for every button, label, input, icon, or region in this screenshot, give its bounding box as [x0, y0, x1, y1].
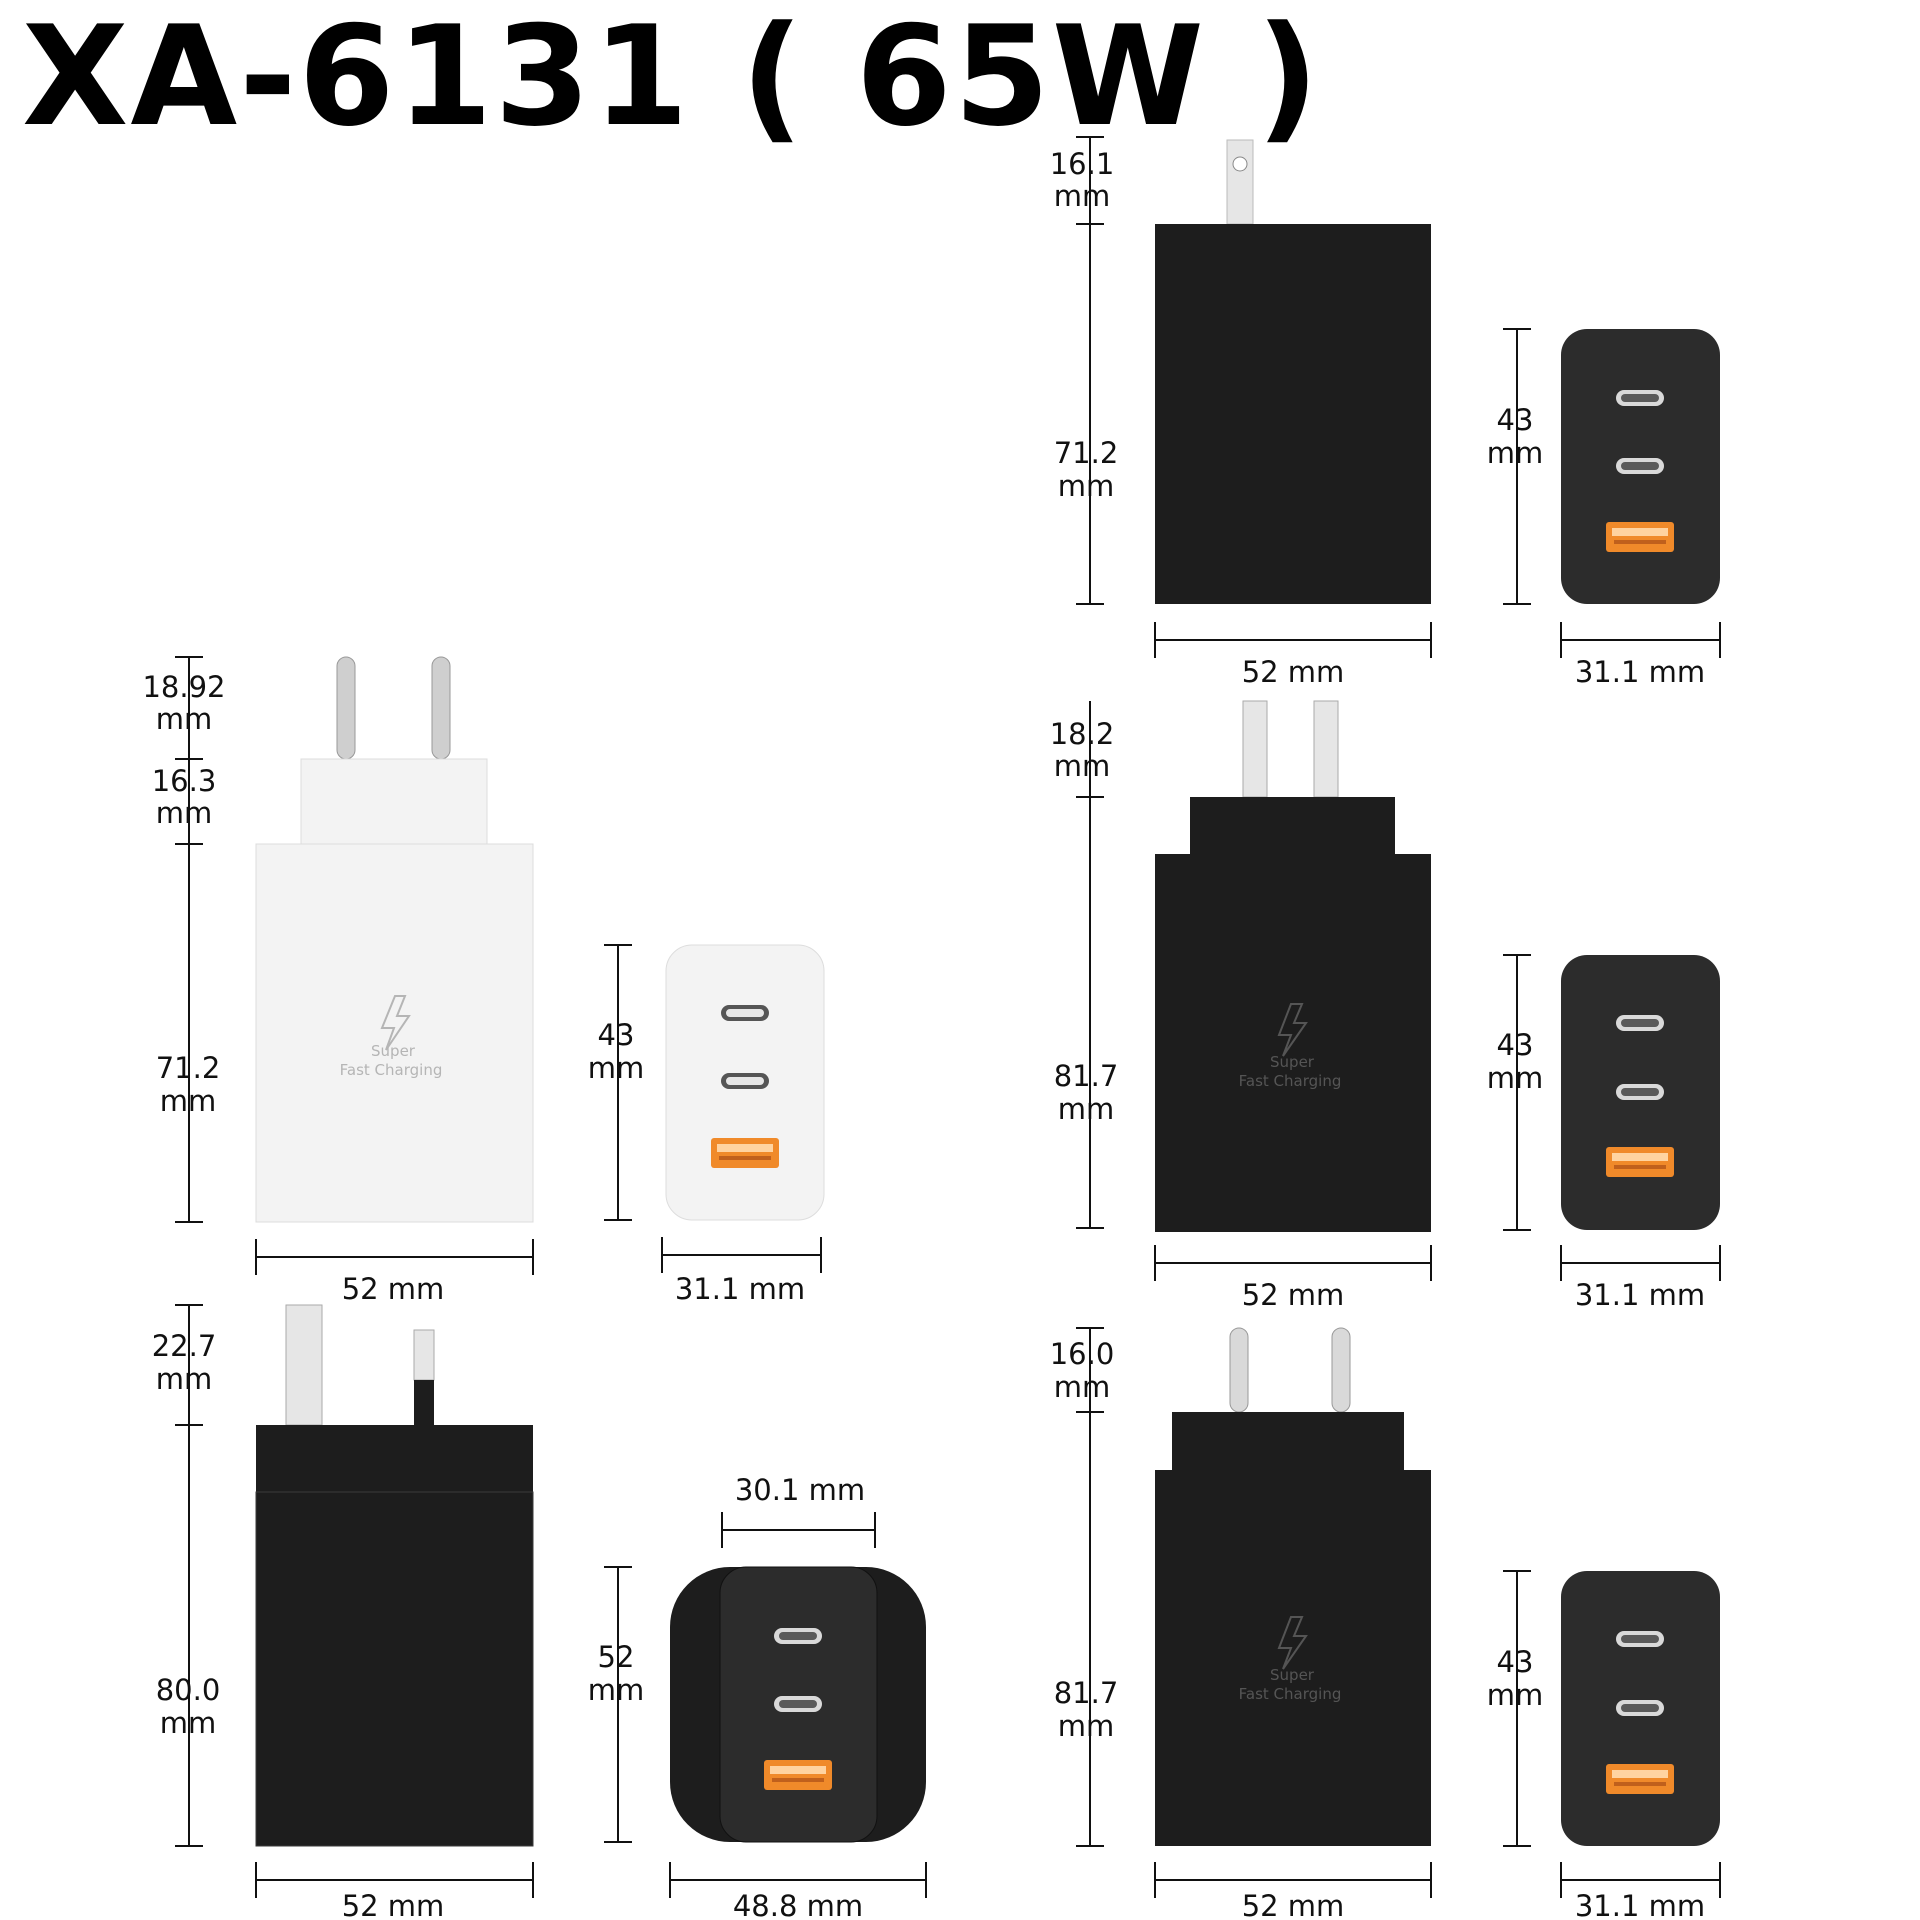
eu-face-width-label: 31.1 mm [675, 1272, 805, 1306]
uk-charger-side [255, 1304, 534, 1847]
au-body-unit: mm [1058, 1092, 1115, 1126]
uk-charger-face [670, 1566, 926, 1843]
in-body-unit: mm [1058, 1709, 1115, 1743]
in-logo-line2: Fast Charging [1239, 1685, 1342, 1703]
uk-width-label: 52 mm [342, 1889, 445, 1920]
eu-body-value: 71.2 [156, 1051, 221, 1085]
eu-face-height-unit: mm [588, 1051, 645, 1085]
uk-face-height-unit: mm [588, 1673, 645, 1707]
us-face-height-unit: mm [1487, 436, 1544, 470]
eu-base-value: 16.3 [152, 764, 217, 798]
in-dimension-lines [1076, 1327, 1721, 1898]
au-logo-line2: Fast Charging [1239, 1072, 1342, 1090]
in-face-height-unit: mm [1487, 1678, 1544, 1712]
au-logo-line1: Super [1270, 1053, 1315, 1071]
eu-base-unit: mm [156, 796, 213, 830]
us-dimension-lines [1076, 136, 1721, 658]
in-charger-side: Super Fast Charging [1155, 1327, 1431, 1846]
in-pin-unit: mm [1054, 1370, 1111, 1404]
uk-face-height-value: 52 [598, 1640, 635, 1674]
au-body-value: 81.7 [1054, 1059, 1119, 1093]
us-face-width-label: 31.1 mm [1575, 655, 1705, 689]
in-logo-line1: Super [1270, 1666, 1315, 1684]
eu-face-height-value: 43 [598, 1018, 635, 1052]
uk-pin-value: 22.7 [152, 1329, 217, 1363]
au-face-height-value: 43 [1497, 1028, 1534, 1062]
eu-charger-side: Super Fast Charging [255, 656, 534, 1223]
au-pin-value: 18.2 [1050, 717, 1115, 751]
in-charger-face [1561, 1571, 1720, 1846]
us-pin-unit: mm [1054, 179, 1111, 213]
eu-logo-line2: Fast Charging [340, 1061, 443, 1079]
in-face-height-value: 43 [1497, 1645, 1534, 1679]
au-face-height-unit: mm [1487, 1061, 1544, 1095]
eu-body-unit: mm [160, 1084, 217, 1118]
us-pin-value: 16.1 [1050, 147, 1115, 181]
au-charger-face [1561, 955, 1720, 1230]
eu-pin-value: 18.92 [142, 670, 225, 704]
in-body-value: 81.7 [1054, 1676, 1119, 1710]
au-face-width-label: 31.1 mm [1575, 1278, 1705, 1312]
us-body-value: 71.2 [1054, 436, 1119, 470]
au-width-label: 52 mm [1242, 1278, 1345, 1312]
eu-width-label: 52 mm [342, 1272, 445, 1306]
eu-logo-line1: Super [371, 1042, 416, 1060]
uk-pin-unit: mm [156, 1362, 213, 1396]
au-charger-side: Super Fast Charging [1155, 700, 1431, 1232]
uk-body-unit: mm [160, 1706, 217, 1740]
in-face-width-label: 31.1 mm [1575, 1889, 1705, 1920]
in-pin-value: 16.0 [1050, 1337, 1115, 1371]
uk-face-width-label: 48.8 mm [733, 1889, 863, 1920]
us-charger-face [1561, 329, 1720, 604]
us-width-label: 52 mm [1242, 655, 1345, 689]
uk-body-value: 80.0 [156, 1673, 221, 1707]
in-width-label: 52 mm [1242, 1889, 1345, 1920]
page-title: XA-6131 ( 65W ) [22, 0, 1322, 157]
eu-pin-unit: mm [156, 702, 213, 736]
au-pin-unit: mm [1054, 749, 1111, 783]
us-face-height-value: 43 [1497, 403, 1534, 437]
eu-dimension-lines [175, 656, 822, 1275]
uk-face-top-label: 30.1 mm [735, 1473, 865, 1507]
uk-dimension-lines [175, 1304, 927, 1898]
au-dimension-lines [1076, 701, 1721, 1281]
us-body-unit: mm [1058, 469, 1115, 503]
us-charger-side [1155, 139, 1431, 604]
eu-charger-face [665, 944, 825, 1221]
